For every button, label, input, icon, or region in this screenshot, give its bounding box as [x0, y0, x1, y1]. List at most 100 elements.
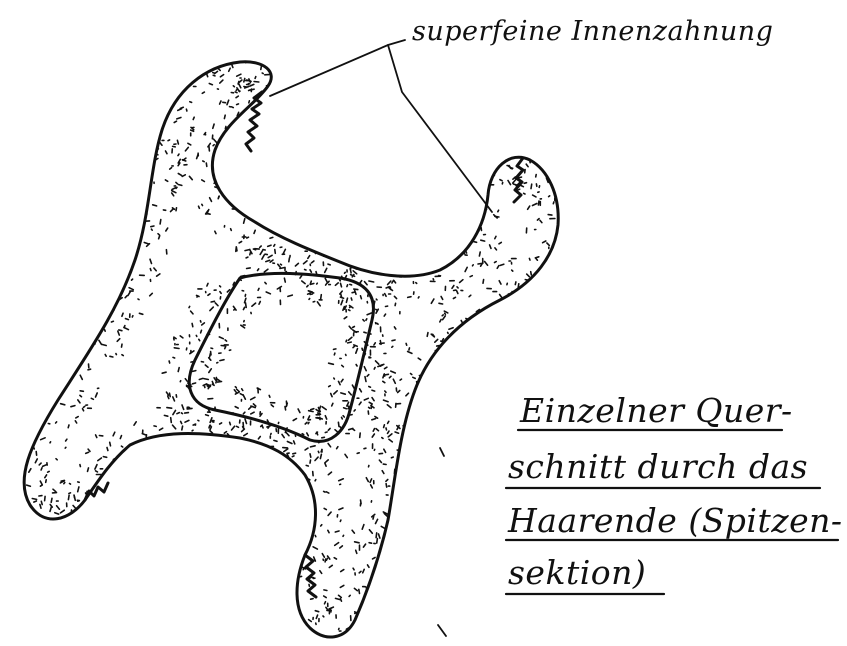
stipple-mark	[221, 175, 222, 178]
stipple-mark	[335, 543, 339, 546]
stipple-mark	[411, 374, 412, 375]
stipple-mark	[63, 378, 65, 380]
stipple-mark	[362, 525, 364, 530]
stipple-mark	[425, 396, 427, 397]
stipple-mark	[190, 445, 195, 446]
stipple-mark	[494, 311, 498, 312]
stipple-mark	[376, 429, 379, 431]
stipple-mark	[225, 347, 226, 349]
stipple-mark	[192, 430, 193, 431]
stipple-mark	[369, 530, 372, 534]
stipple-mark	[190, 102, 192, 103]
stipple-mark	[457, 291, 458, 294]
stipple-mark	[229, 68, 231, 71]
stipple-mark	[374, 367, 375, 369]
stipple-mark	[294, 441, 295, 444]
stipple-mark	[124, 328, 128, 330]
stipple-mark	[120, 278, 121, 282]
stipple-mark	[208, 294, 210, 296]
stipple-mark	[387, 405, 391, 408]
stipple-mark	[126, 154, 128, 155]
stipple-mark	[135, 455, 138, 458]
stipple-mark	[347, 255, 348, 256]
stipple-mark	[239, 242, 242, 243]
stipple-mark	[190, 52, 191, 55]
stipple-mark	[287, 226, 292, 227]
stipple-mark	[365, 282, 368, 285]
stipple-mark	[173, 425, 176, 429]
stipple-mark	[498, 210, 499, 212]
stipple-mark	[119, 330, 122, 331]
stipple-mark	[320, 250, 322, 252]
stipple-mark	[294, 527, 296, 530]
stipple-mark	[250, 84, 254, 86]
stipple-mark	[80, 375, 82, 379]
stipple-mark	[453, 297, 455, 298]
stipple-mark	[315, 457, 318, 460]
stipple-mark	[384, 425, 385, 428]
stipple-mark	[346, 340, 347, 342]
stipple-mark	[113, 432, 115, 436]
stipple-mark	[127, 155, 130, 158]
stipple-mark	[281, 264, 282, 265]
stipple-mark	[396, 557, 400, 558]
stipple-mark	[356, 550, 357, 553]
stipple-mark	[128, 192, 130, 193]
stipple-mark	[360, 433, 361, 437]
stipple-mark	[343, 535, 344, 536]
stipple-mark	[249, 183, 252, 184]
stipple-mark	[414, 452, 415, 454]
stipple-mark	[374, 592, 378, 594]
stipple-mark	[518, 177, 522, 178]
stipple-mark	[369, 407, 370, 408]
stipple-mark	[309, 479, 310, 480]
stipple-mark	[180, 336, 183, 338]
stipple-mark	[394, 281, 396, 283]
stipple-mark	[457, 287, 458, 288]
stipple-mark	[275, 250, 276, 254]
stipple-mark	[5, 433, 7, 436]
stipple-mark	[215, 163, 217, 166]
stipple-mark	[107, 448, 108, 451]
stipple-mark	[193, 371, 196, 372]
stipple-mark	[453, 219, 454, 224]
stipple-mark	[217, 379, 220, 381]
stipple-mark	[411, 501, 414, 505]
stipple-mark	[122, 313, 123, 316]
stipple-mark	[359, 589, 360, 593]
stipple-mark	[417, 397, 421, 398]
stipple-mark	[178, 109, 182, 111]
stipple-mark	[22, 398, 23, 402]
stipple-mark	[441, 365, 444, 366]
stipple-mark	[497, 266, 499, 269]
stipple-mark	[388, 434, 392, 437]
stipple-mark	[441, 242, 445, 245]
stipple-mark	[376, 299, 377, 300]
stipple-mark	[392, 581, 393, 582]
stipple-mark	[348, 342, 352, 343]
stipple-mark	[322, 437, 325, 438]
stipple-mark	[490, 245, 491, 249]
stipple-mark	[189, 176, 192, 179]
stipple-mark	[364, 259, 365, 262]
stipple-mark	[220, 423, 222, 424]
stipple-mark	[522, 144, 523, 145]
stipple-mark	[385, 367, 387, 369]
stipple-mark	[49, 361, 50, 362]
stipple-mark	[174, 121, 176, 122]
stipple-mark	[341, 570, 344, 572]
stipple-mark	[189, 48, 192, 51]
stipple-mark	[262, 73, 263, 74]
stipple-mark	[331, 243, 335, 245]
stipple-mark	[376, 596, 378, 598]
stipple-mark	[237, 74, 241, 76]
stipple-mark	[469, 295, 471, 297]
stipple-mark	[61, 404, 65, 405]
stipple-mark	[177, 140, 178, 144]
stipple-mark	[354, 588, 357, 590]
stipple-mark	[185, 379, 187, 382]
stipple-mark	[245, 192, 246, 194]
stipple-mark	[49, 381, 50, 385]
stipple-mark	[411, 258, 412, 260]
stipple-mark	[545, 265, 547, 266]
